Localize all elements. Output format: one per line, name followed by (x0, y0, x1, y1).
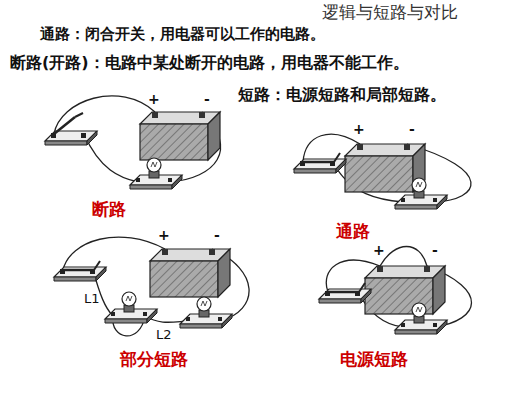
terminal-sign: + (353, 122, 365, 137)
bulb-label: L1 (84, 292, 100, 306)
terminal-sign: - (409, 122, 415, 137)
terminal-sign: - (432, 243, 438, 258)
terminal-sign: + (148, 92, 160, 107)
circuit-name: 断路 (92, 200, 126, 219)
circuit-name: 部分短路 (120, 350, 188, 369)
wires (54, 96, 472, 336)
definition-note: 短路：电源短路和局部短路。 (238, 86, 446, 104)
watermark: 逻辑与短路与对比 (322, 3, 458, 22)
terminal-sign: + (158, 228, 170, 243)
terminal-sign: - (214, 228, 220, 243)
terminal-sign: - (204, 92, 210, 107)
terminal-sign: + (373, 243, 385, 258)
bulb-label: L2 (156, 328, 172, 342)
definition-note: 通路：闭合开关，用电器可以工作的电路。 (40, 26, 325, 43)
circuit-name: 通路 (336, 222, 370, 241)
definition-note: 断路(开路)：电路中某处断开的电路，用电器不能工作。 (10, 54, 409, 72)
circuit-name: 电源短路 (340, 350, 408, 369)
